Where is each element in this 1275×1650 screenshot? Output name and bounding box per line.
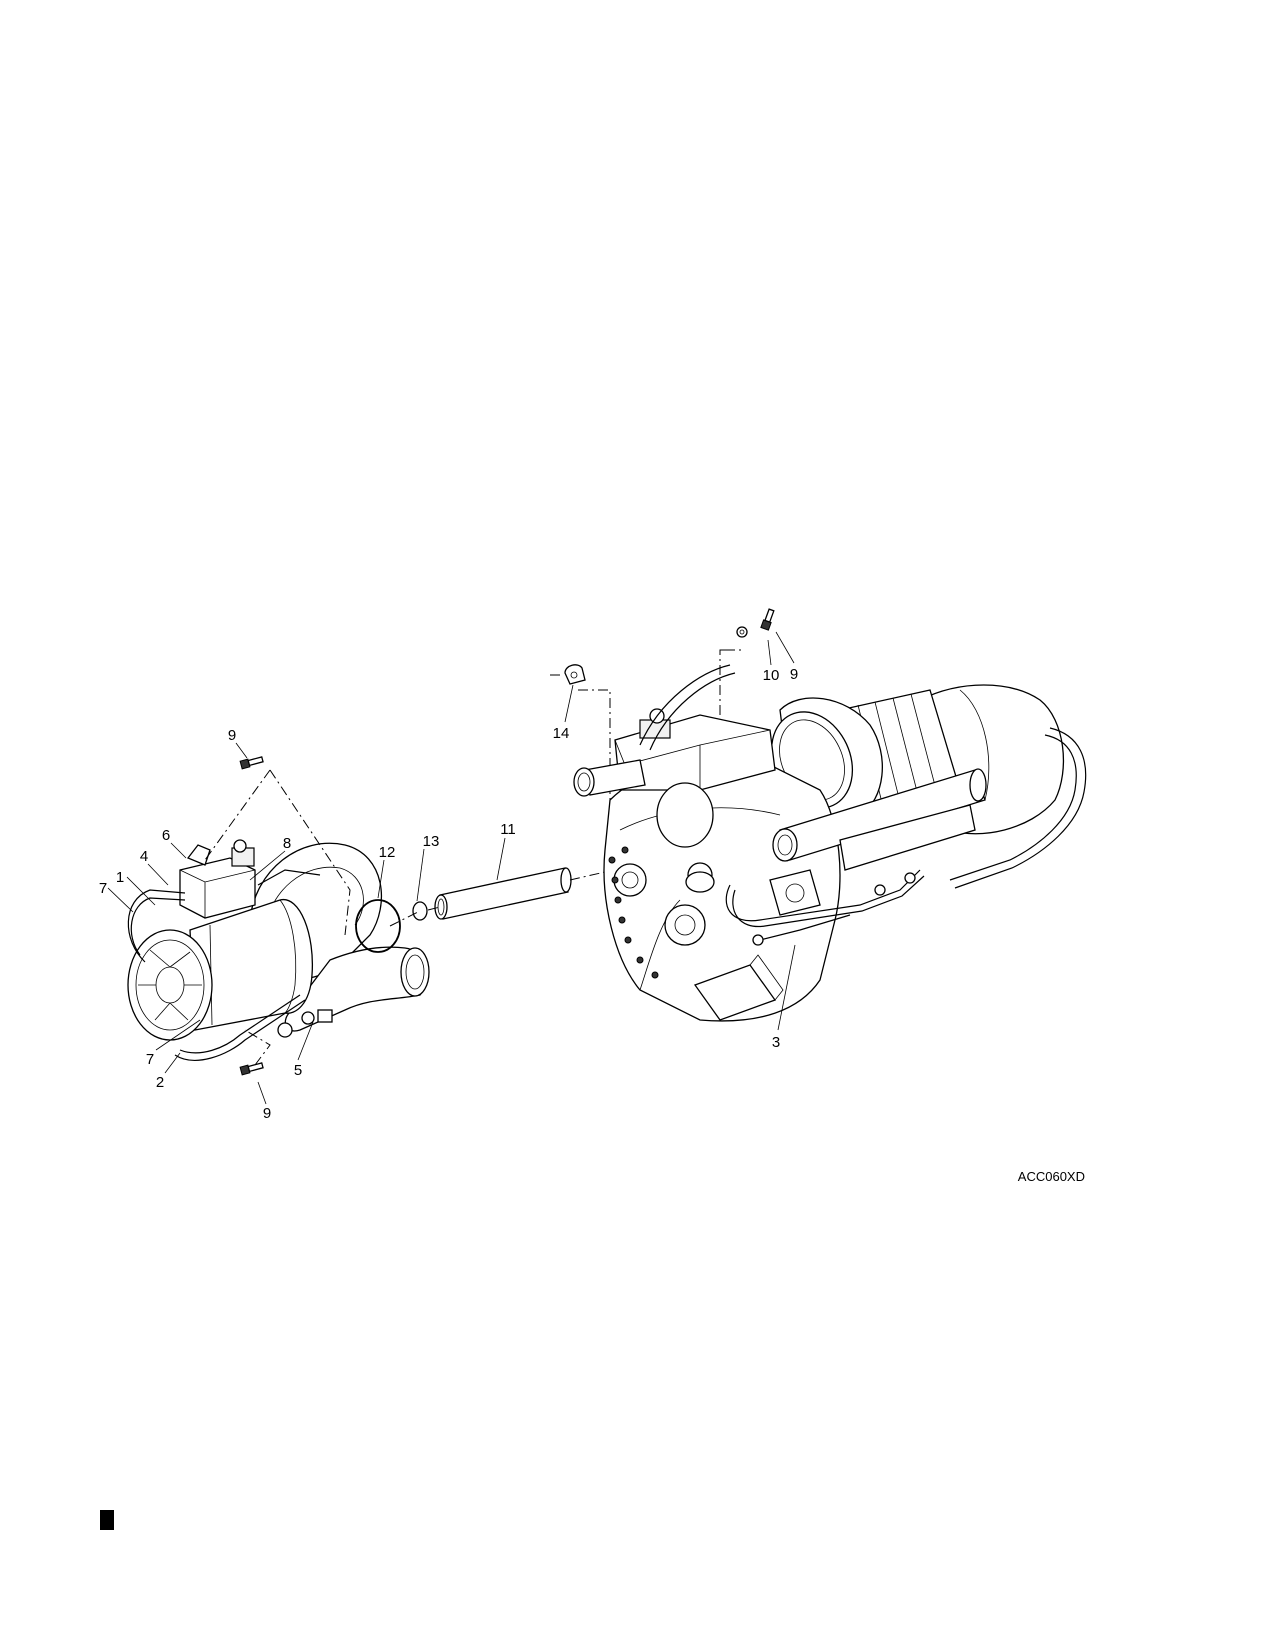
seal-and-tube-parts (355, 867, 572, 953)
callout-9-top-right: 9 (790, 666, 798, 683)
callout-1: 1 (116, 869, 124, 886)
right-assembly-illustration (573, 664, 1087, 1022)
left-hardware (239, 756, 264, 1076)
callout-14: 14 (553, 725, 570, 742)
leader-lines (107, 631, 796, 1105)
left-assembly-illustration (127, 839, 430, 1061)
lock-tab (564, 664, 586, 685)
callout-2: 2 (156, 1074, 164, 1091)
callout-12: 12 (379, 844, 396, 861)
callout-4: 4 (140, 848, 148, 865)
gasket-ring (355, 899, 401, 953)
callout-5: 5 (294, 1062, 302, 1079)
callout-9-bottom: 9 (263, 1105, 271, 1122)
right-hardware (550, 608, 775, 685)
callout-3: 3 (772, 1034, 780, 1051)
callout-labels: 1 2 3 4 5 6 7 7 8 9 9 9 10 11 12 13 14 (99, 666, 798, 1122)
callout-9-top-left: 9 (228, 727, 236, 744)
callout-8: 8 (283, 835, 291, 852)
callout-10: 10 (763, 667, 780, 684)
housing-bolts (608, 846, 659, 979)
callout-7-top: 7 (99, 880, 107, 897)
callout-13: 13 (423, 833, 440, 850)
alignment-lines (204, 649, 745, 1066)
callout-11: 11 (500, 821, 516, 838)
washer (736, 626, 748, 638)
figure-id: ACC060XD (1018, 1169, 1085, 1184)
callout-6: 6 (162, 827, 170, 844)
page-marker (100, 1510, 114, 1530)
o-ring (412, 901, 428, 921)
callout-7-bottom: 7 (146, 1051, 154, 1068)
transfer-tube (439, 867, 569, 920)
